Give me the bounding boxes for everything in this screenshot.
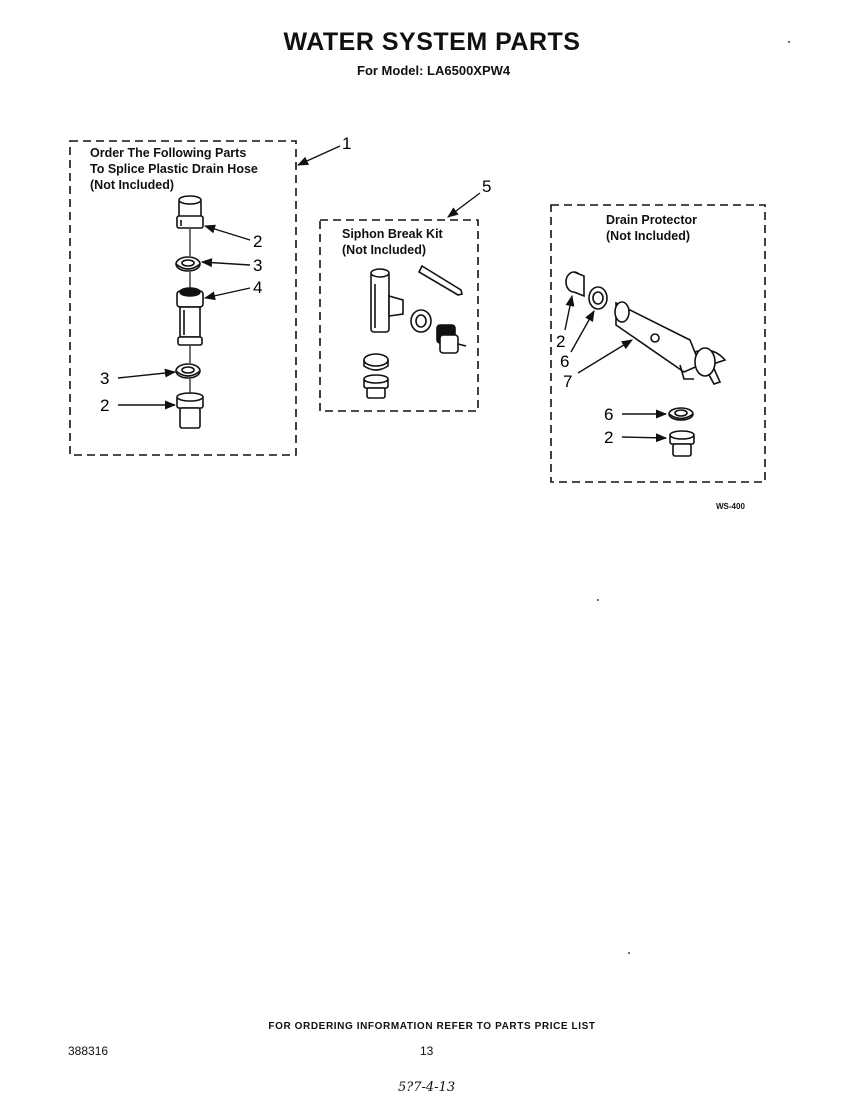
drain-hose-callout-1: 1 <box>342 134 351 153</box>
hose-clamp-part-top <box>175 256 201 272</box>
drain-hose-label-part-2-bottom: 2 <box>100 396 109 415</box>
drain-hose-label-part-3-top: 3 <box>253 256 262 275</box>
hose-adapter-part-top <box>176 195 204 229</box>
ordering-footer-note: FOR ORDERING INFORMATION REFER TO PARTS … <box>268 1021 596 1032</box>
scan-specks <box>597 41 790 954</box>
siphon-break-leader <box>447 192 481 218</box>
protector-body-part <box>614 301 727 385</box>
drain-protector-label-part-6-top: 6 <box>560 352 569 371</box>
siphon-break-box <box>319 219 479 412</box>
siphon-clamp-part <box>410 309 432 333</box>
drain-protector-box <box>550 204 766 483</box>
siphon-tube-part <box>417 264 463 296</box>
drain-hose-label-part-3-bottom: 3 <box>100 369 109 388</box>
siphon-adapter-part <box>363 374 389 399</box>
protector-adapter-part-bottom <box>669 430 695 457</box>
document-number: 388316 <box>68 1044 109 1058</box>
hose-connector-part <box>176 287 204 346</box>
figure-reference-code: WS-400 <box>716 502 745 511</box>
siphon-break-callout-5: 5 <box>482 177 491 196</box>
drain-protector-label-part-2-bottom: 2 <box>604 428 613 447</box>
siphon-valve-part <box>436 324 467 354</box>
drain-hose-leaders <box>117 145 341 410</box>
hose-clamp-part-bottom <box>175 363 201 379</box>
drain-hose-box <box>69 140 297 456</box>
drain-hose-heading-line-3: (Not Included) <box>90 178 175 192</box>
siphon-break-heading-line-1: Siphon Break Kit <box>342 227 443 241</box>
drain-hose-parts <box>175 195 204 429</box>
drain-hose-heading: Order The Following Parts To Splice Plas… <box>90 145 258 193</box>
drain-protector-heading-line-1: Drain Protector <box>606 213 697 227</box>
page-number: 13 <box>420 1044 434 1058</box>
drain-protector-parts <box>565 271 727 457</box>
handwritten-note: 5?7-4-13 <box>398 1080 456 1095</box>
drain-protector-leaders <box>564 294 668 443</box>
protector-clamp-part-top <box>588 286 608 310</box>
drain-hose-heading-line-2: To Splice Plastic Drain Hose <box>90 162 258 176</box>
hose-adapter-part-bottom <box>176 392 204 429</box>
drain-protector-heading-line-2: (Not Included) <box>606 229 691 243</box>
siphon-break-heading-line-2: (Not Included) <box>342 243 427 257</box>
drain-protector-heading: Drain Protector (Not Included) <box>606 212 697 244</box>
protector-clamp-part-bottom <box>668 407 694 421</box>
drain-protector-label-part-2-top: 2 <box>556 332 565 351</box>
protector-adapter-part-top <box>565 271 585 298</box>
siphon-tee-part <box>370 268 404 333</box>
drain-protector-label-part-6-bottom: 6 <box>604 405 613 424</box>
drain-hose-label-part-2-top: 2 <box>253 232 262 251</box>
drain-hose-heading-line-1: Order The Following Parts <box>90 146 247 160</box>
drain-hose-label-part-4: 4 <box>253 278 262 297</box>
siphon-break-heading: Siphon Break Kit (Not Included) <box>342 226 443 258</box>
drain-protector-label-part-7: 7 <box>563 372 572 391</box>
page-title: WATER SYSTEM PARTS <box>283 28 581 56</box>
siphon-break-parts <box>363 264 467 399</box>
siphon-ring-part <box>363 353 389 371</box>
model-subtitle: For Model: LA6500XPW4 <box>357 63 511 78</box>
